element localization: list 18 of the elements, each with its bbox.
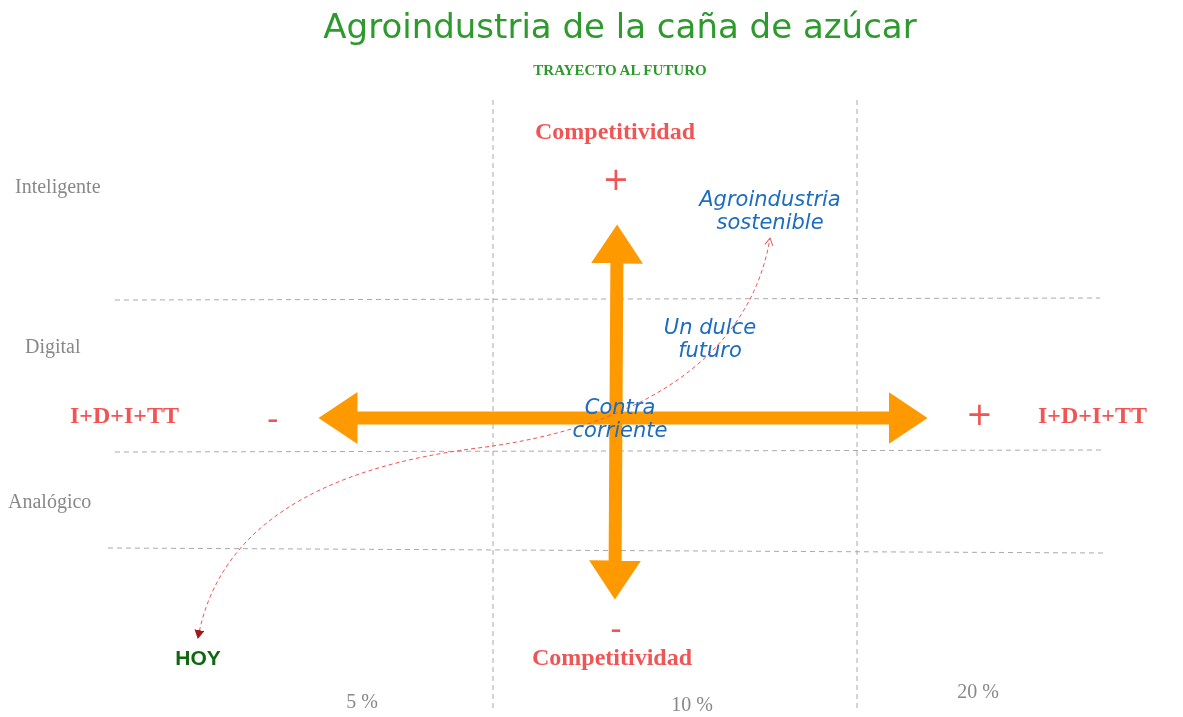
row-label: Analógico xyxy=(8,490,92,512)
column-label: 20 % xyxy=(956,680,1000,702)
row-label: Inteligente xyxy=(15,175,101,197)
plus-sign: + xyxy=(601,162,631,198)
text-label: HOY xyxy=(163,646,233,670)
dashed-curve-arrow xyxy=(195,237,773,639)
row-label: Digital xyxy=(25,335,81,357)
minus-sign: - xyxy=(267,402,279,438)
axis-label: Competitividad xyxy=(534,118,696,145)
column-label: 5 % xyxy=(345,690,379,712)
axis-label: I+D+I+TT xyxy=(1038,402,1148,429)
annotation-text: Un dulce futuro xyxy=(662,316,758,363)
text-label: Agroindustria sostenible xyxy=(675,188,865,235)
axis-label: I+D+I+TT xyxy=(70,402,180,429)
column-label: 10 % xyxy=(670,693,714,715)
subtitle: TRAYECTO AL FUTURO xyxy=(532,62,708,79)
title: Agroindustria de la caña de azúcar xyxy=(322,8,918,46)
plus-sign: + xyxy=(966,397,993,433)
